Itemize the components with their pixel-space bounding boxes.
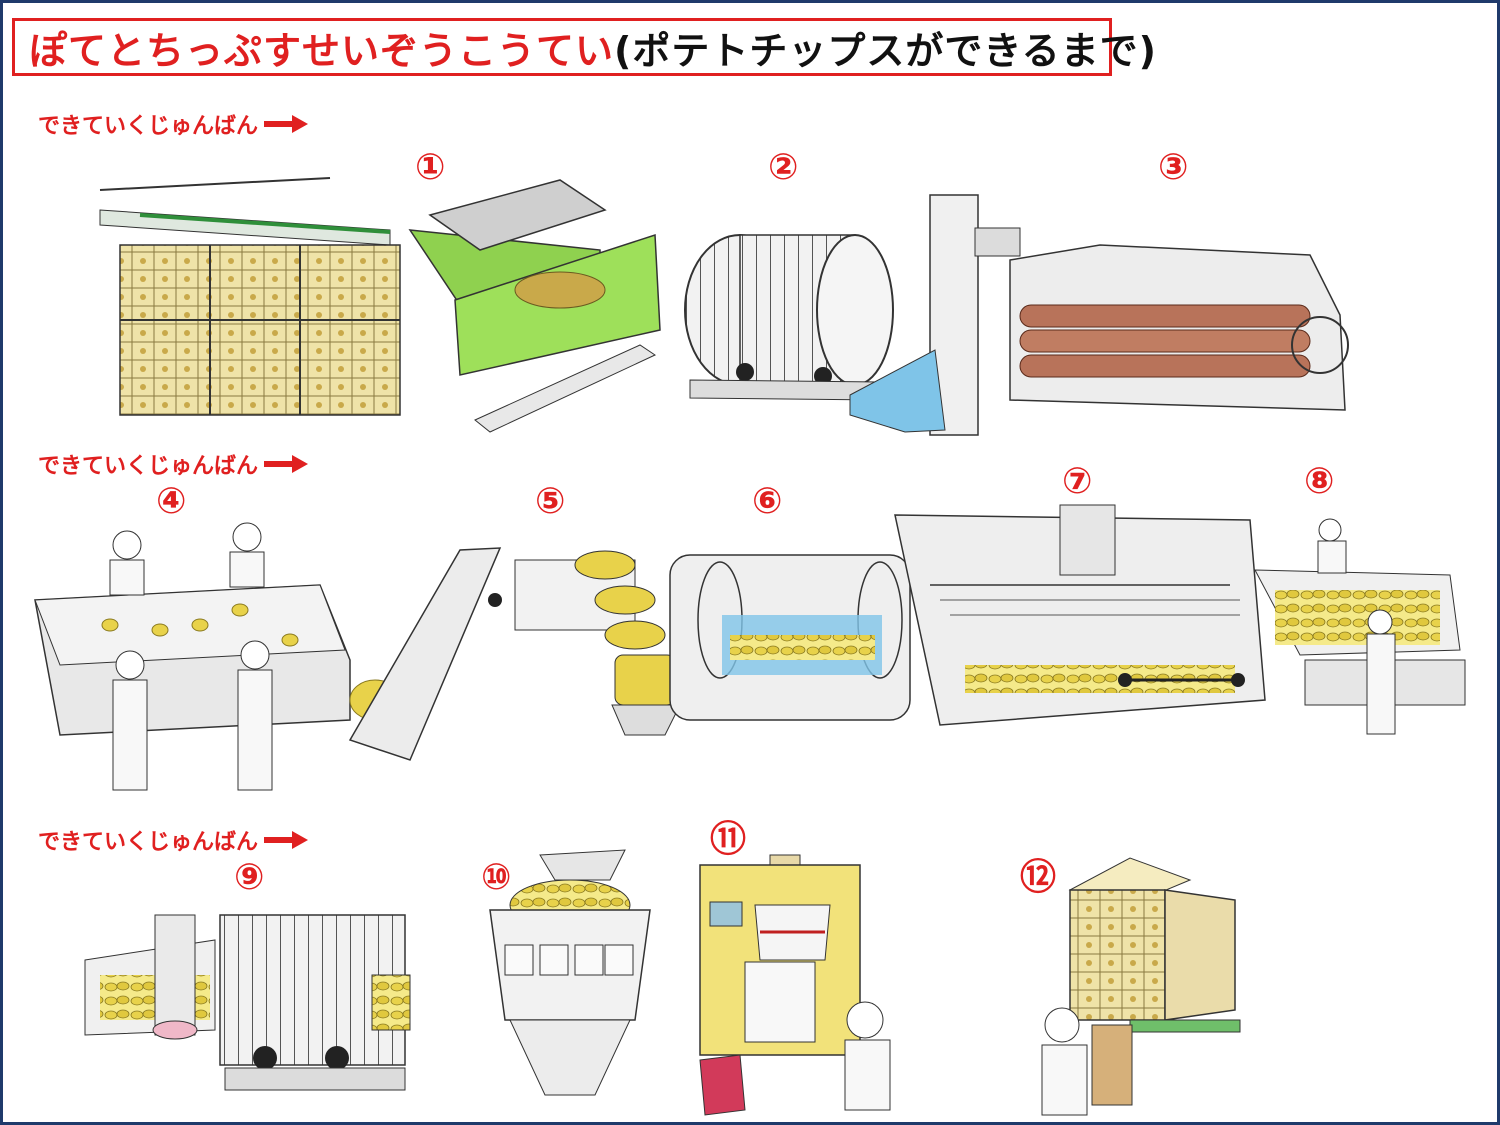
step-number-4: ④ [156,481,187,522]
step10-weigher-illustration [489,849,651,1096]
page-title: ぽてとちっぷすせいぞうこうてい (ポテトチップスができるまで) [12,18,1156,76]
step2-peeler-illustration [684,194,1021,436]
order-label-row3: できていくじゅんばん [38,824,309,856]
right-arrow-icon [264,115,309,133]
step-number-5: ⑤ [535,481,566,522]
step4-inspection-illustration [34,522,401,791]
step-number-1: ① [415,147,446,188]
step-number-2: ② [768,147,799,188]
title-main: ぽてとちっぷすせいぞうこうてい [29,28,615,73]
order-label-row2: できていくじゅんばん [38,448,309,480]
order-label-text: できていくじゅんばん [38,830,259,855]
step3-roller-illustration [1009,244,1349,411]
order-label-text: できていくじゅんばん [38,454,259,479]
right-arrow-icon [264,831,309,849]
step-number-8: ⑧ [1304,461,1335,502]
step-number-9: ⑨ [234,857,265,898]
step8-sorting-illustration [1254,518,1466,735]
step6-rinse-illustration [669,554,911,721]
step-number-6: ⑥ [752,481,783,522]
step-number-7: ⑦ [1062,461,1093,502]
step1-washer-illustration [408,179,661,433]
step-number-11: ⑪ [710,819,747,860]
step7-fryer-illustration [894,504,1266,726]
step-number-12: ⑫ [1020,857,1057,898]
step11-bagging-illustration [699,854,891,1116]
order-label-row1: できていくじゅんばん [38,108,309,140]
right-arrow-icon [264,455,309,473]
step9-seasoning-illustration [84,914,411,1091]
step5-slicer-illustration [348,547,681,761]
storage-warehouse-illustration [99,177,401,416]
order-label-text: できていくじゅんばん [38,114,259,139]
step-number-3: ③ [1158,147,1189,188]
step-number-10: ⑩ [481,857,512,898]
step12-shipping-illustration [1041,857,1241,1116]
title-sub: (ポテトチップスができるまで) [614,28,1157,73]
